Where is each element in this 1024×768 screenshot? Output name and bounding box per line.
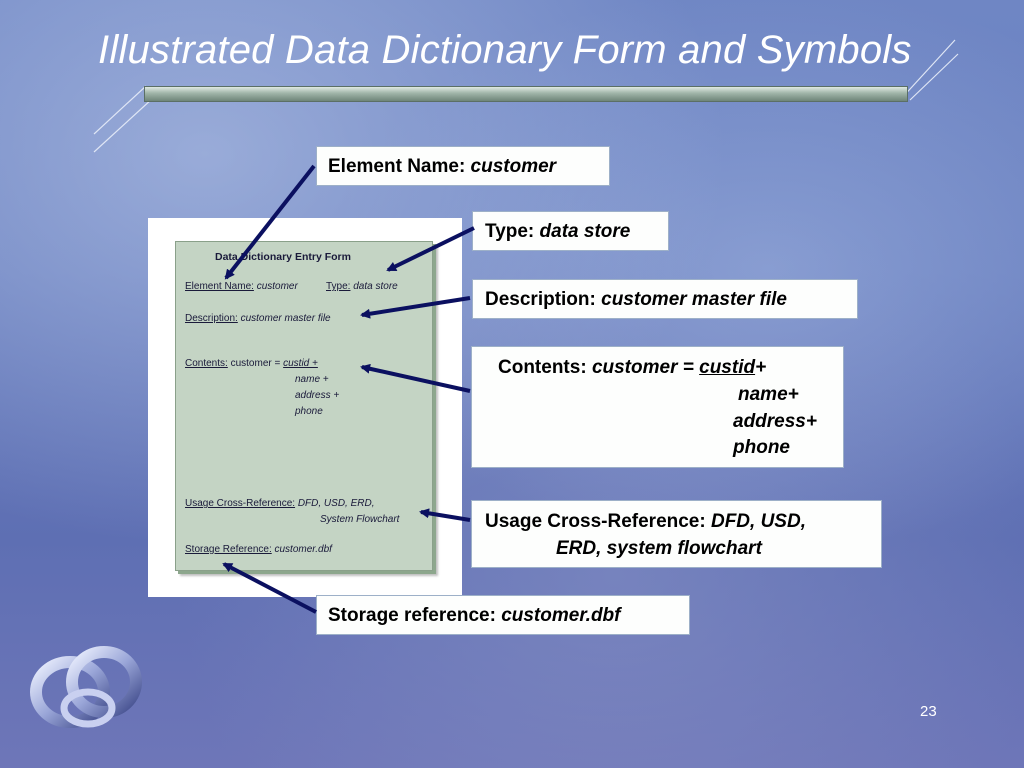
callout-usage: Usage Cross-Reference: DFD, USD, ERD, sy… <box>471 500 882 568</box>
callout-contents: Contents: customer = custid+ name+ addre… <box>471 346 844 468</box>
form-element-name: Element Name: customer <box>185 281 298 292</box>
arrow-usage <box>419 508 471 522</box>
arrow-element-name <box>224 164 316 280</box>
deco-line-right-1 <box>899 39 956 101</box>
form-usage-cont: System Flowchart <box>320 514 400 525</box>
form-contents: Contents: customer = custid + <box>185 358 318 369</box>
form-heading: Data Dictionary Entry Form <box>215 251 351 263</box>
form-contents-item: address + <box>295 390 340 401</box>
callout-description: Description: customer master file <box>472 279 858 319</box>
page-number: 23 <box>920 703 937 720</box>
contents-item: address+ <box>733 411 817 432</box>
callout-element-name: Element Name: customer <box>316 146 610 186</box>
arrow-type <box>386 226 475 272</box>
form-storage: Storage Reference: customer.dbf <box>185 544 332 555</box>
arrow-description <box>360 296 471 319</box>
deco-line-right-2 <box>909 53 959 101</box>
title-underline-bar <box>144 86 908 102</box>
form-contents-item: name + <box>295 374 329 385</box>
callout-storage: Storage reference: customer.dbf <box>316 595 690 635</box>
slide-title: Illustrated Data Dictionary Form and Sym… <box>98 28 912 72</box>
deco-line-left-1 <box>93 85 147 135</box>
arrow-contents <box>360 363 471 393</box>
form-usage: Usage Cross-Reference: DFD, USD, ERD, <box>185 498 375 509</box>
form-description: Description: customer master file <box>185 313 331 324</box>
contents-item: phone <box>733 437 790 458</box>
knot-logo-icon <box>30 646 142 728</box>
form-contents-item: phone <box>295 406 323 417</box>
callout-type: Type: data store <box>472 211 669 251</box>
arrow-storage <box>222 562 317 614</box>
contents-item: name+ <box>738 384 799 405</box>
form-type: Type: data store <box>326 281 398 292</box>
data-dictionary-form: Data Dictionary Entry Form Element Name:… <box>175 241 433 571</box>
